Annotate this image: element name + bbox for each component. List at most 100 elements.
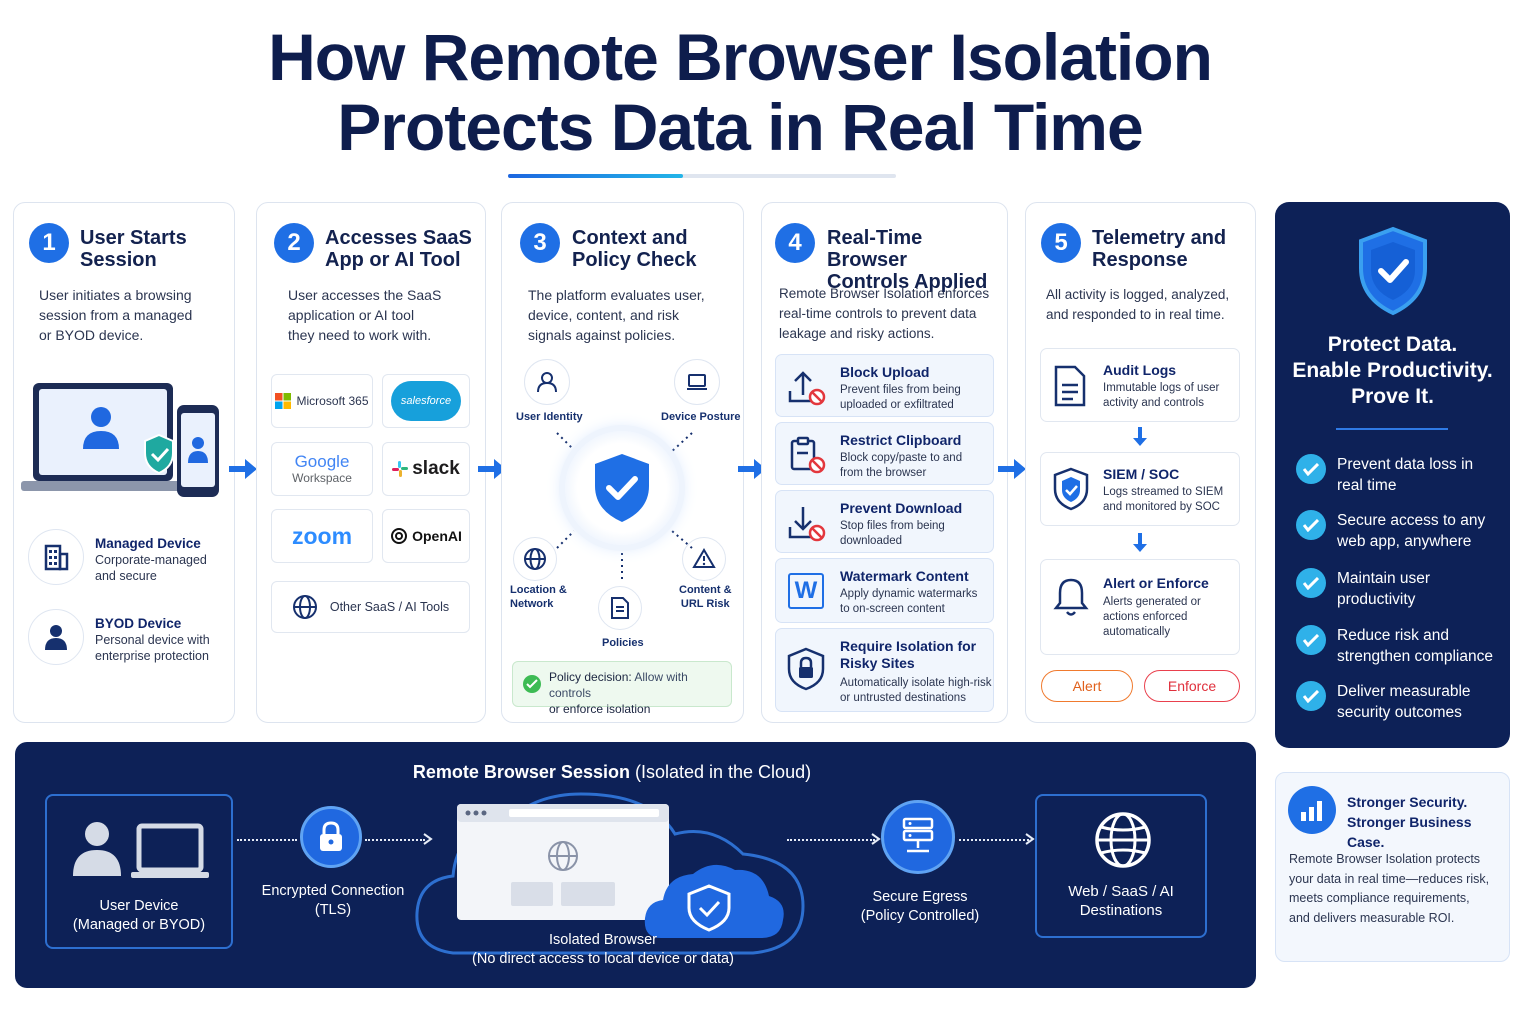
- policy-decision-text: Policy decision: Allow with controls or …: [549, 670, 688, 716]
- upload-blocked-icon: [788, 371, 826, 406]
- policies-document-icon: [598, 586, 642, 630]
- user-identity-icon: [524, 359, 570, 405]
- step-1-description: User initiates a browsing session from a…: [39, 287, 193, 343]
- flow-arrow-icon: [738, 459, 766, 479]
- microsoft-logo-icon: [275, 393, 292, 409]
- location-network-label: Location & Network: [510, 584, 567, 610]
- enforce-button[interactable]: Enforce: [1144, 670, 1240, 702]
- user-laptop-icon: [73, 822, 209, 878]
- step-3-card: 3 Context and Policy Check The platform …: [501, 202, 744, 723]
- control-restrict-clipboard: Restrict Clipboard Block copy/paste to a…: [775, 422, 994, 485]
- check-circle-icon: [523, 675, 541, 693]
- step-4-number: 4: [775, 223, 815, 263]
- policy-shield-icon: [565, 431, 679, 545]
- alert-button[interactable]: Alert: [1041, 670, 1133, 702]
- policies-label: Policies: [602, 637, 644, 649]
- dotted-connector: [237, 839, 297, 841]
- server-icon: [881, 800, 955, 874]
- byod-device-info: BYOD Device Personal device with enterpr…: [95, 616, 210, 663]
- step-1-title: User Starts Session: [80, 227, 187, 271]
- step-5-card: 5 Telemetry and Response All activity is…: [1025, 202, 1256, 723]
- app-tile-slack[interactable]: slack: [382, 442, 470, 496]
- laptop-phone-illustration: [21, 383, 219, 497]
- warning-icon: [682, 537, 726, 581]
- secure-egress-label: Secure Egress (Policy Controlled): [860, 889, 980, 924]
- title-line-2: Protects Data in Real Time: [337, 90, 1143, 164]
- dotted-connector: [787, 839, 875, 841]
- flow-arrow-icon: [998, 459, 1026, 479]
- step-4-title: Real-Time Browser Controls Applied: [827, 227, 988, 293]
- content-url-risk-label: Content & URL Risk: [679, 584, 732, 610]
- salesforce-logo: salesforce: [391, 381, 461, 421]
- shield-check-icon: [1359, 226, 1427, 316]
- policy-check-connectors: [556, 432, 693, 581]
- panel-headline: Protect Data. Enable Productivity. Prove…: [1292, 333, 1493, 408]
- destinations-box: Web / SaaS / AI Destinations: [1035, 794, 1207, 938]
- app-tile-salesforce[interactable]: salesforce: [382, 374, 470, 428]
- app-tile-microsoft-365[interactable]: Microsoft 365: [271, 374, 373, 428]
- step-5-number: 5: [1041, 223, 1081, 263]
- step-2-description: User accesses the SaaS application or AI…: [288, 287, 442, 343]
- app-tile-google-workspace[interactable]: Google Workspace: [271, 442, 373, 496]
- check-icon: [1296, 625, 1326, 655]
- step-5-title: Telemetry and Response: [1092, 227, 1227, 271]
- step-3-title: Context and Policy Check: [572, 227, 697, 271]
- check-icon: [1296, 510, 1326, 540]
- person-icon: [28, 609, 84, 665]
- location-network-icon: [513, 537, 557, 581]
- dotted-connector: [365, 839, 425, 841]
- arrow-down-icon: [1133, 427, 1147, 446]
- control-watermark-content: W Watermark Content Apply dynamic waterm…: [775, 558, 994, 623]
- chevron-right-icon: [1025, 833, 1035, 845]
- page-title: How Remote Browser Isolation Protects Da…: [0, 22, 1480, 162]
- device-posture-icon: [674, 359, 720, 405]
- watermark-icon: W: [788, 573, 824, 609]
- user-device-box: User Device (Managed or BYOD): [45, 794, 233, 949]
- step-2-card: 2 Accesses SaaS App or AI Tool User acce…: [256, 202, 486, 723]
- building-icon: [28, 529, 84, 585]
- benefits-panel: Protect Data. Enable Productivity. Prove…: [1275, 202, 1510, 748]
- shield-check-icon: [1053, 467, 1089, 511]
- clipboard-blocked-icon: [790, 436, 826, 474]
- step-3-number: 3: [520, 223, 560, 263]
- encrypted-connection-label: Encrypted Connection (TLS): [261, 883, 405, 918]
- step-4-description: Remote Browser Isolation enforces real-t…: [779, 286, 990, 341]
- app-tile-other-saas[interactable]: Other SaaS / AI Tools: [271, 581, 470, 633]
- dotted-connector: [959, 839, 1029, 841]
- lock-icon: [300, 806, 362, 868]
- slack-logo-icon: [392, 461, 409, 477]
- title-line-1: How Remote Browser Isolation: [268, 20, 1213, 94]
- user-identity-label: User Identity: [516, 411, 583, 423]
- globe-icon: [1095, 812, 1151, 868]
- business-case-title: Stronger Security. Stronger Business Cas…: [1347, 794, 1472, 850]
- isolated-browser-label: Isolated Browser (No direct access to lo…: [472, 932, 734, 967]
- chevron-right-icon: [871, 833, 881, 845]
- chevron-right-icon: [423, 833, 433, 845]
- managed-device-info: Managed Device Corporate-managed and sec…: [95, 536, 207, 583]
- step-1-number: 1: [29, 223, 69, 263]
- arrow-down-icon: [1133, 533, 1147, 552]
- download-blocked-icon: [788, 507, 826, 542]
- app-tile-zoom[interactable]: zoom: [271, 509, 373, 563]
- band-title: Remote Browser Session (Isolated in the …: [412, 762, 812, 782]
- bell-icon: [1053, 578, 1089, 616]
- step-5-description: All activity is logged, analyzed, and re…: [1046, 287, 1230, 322]
- step-1-card: 1 User Starts Session User initiates a b…: [13, 202, 235, 723]
- app-tile-openai[interactable]: OpenAI: [382, 509, 470, 563]
- bar-chart-icon: [1288, 786, 1336, 834]
- panel-divider: [1336, 428, 1448, 430]
- check-icon: [1296, 454, 1326, 484]
- step-4-card: 4 Real-Time Browser Controls Applied Rem…: [761, 202, 1008, 723]
- check-icon: [1296, 681, 1326, 711]
- title-underline: [508, 174, 896, 178]
- business-case-box: Stronger Security. Stronger Business Cas…: [1275, 772, 1510, 962]
- device-posture-label: Device Posture: [661, 411, 741, 423]
- step-2-number: 2: [274, 223, 314, 263]
- remote-browser-session-band: Remote Browser Session (Isolated in the …: [15, 742, 1256, 988]
